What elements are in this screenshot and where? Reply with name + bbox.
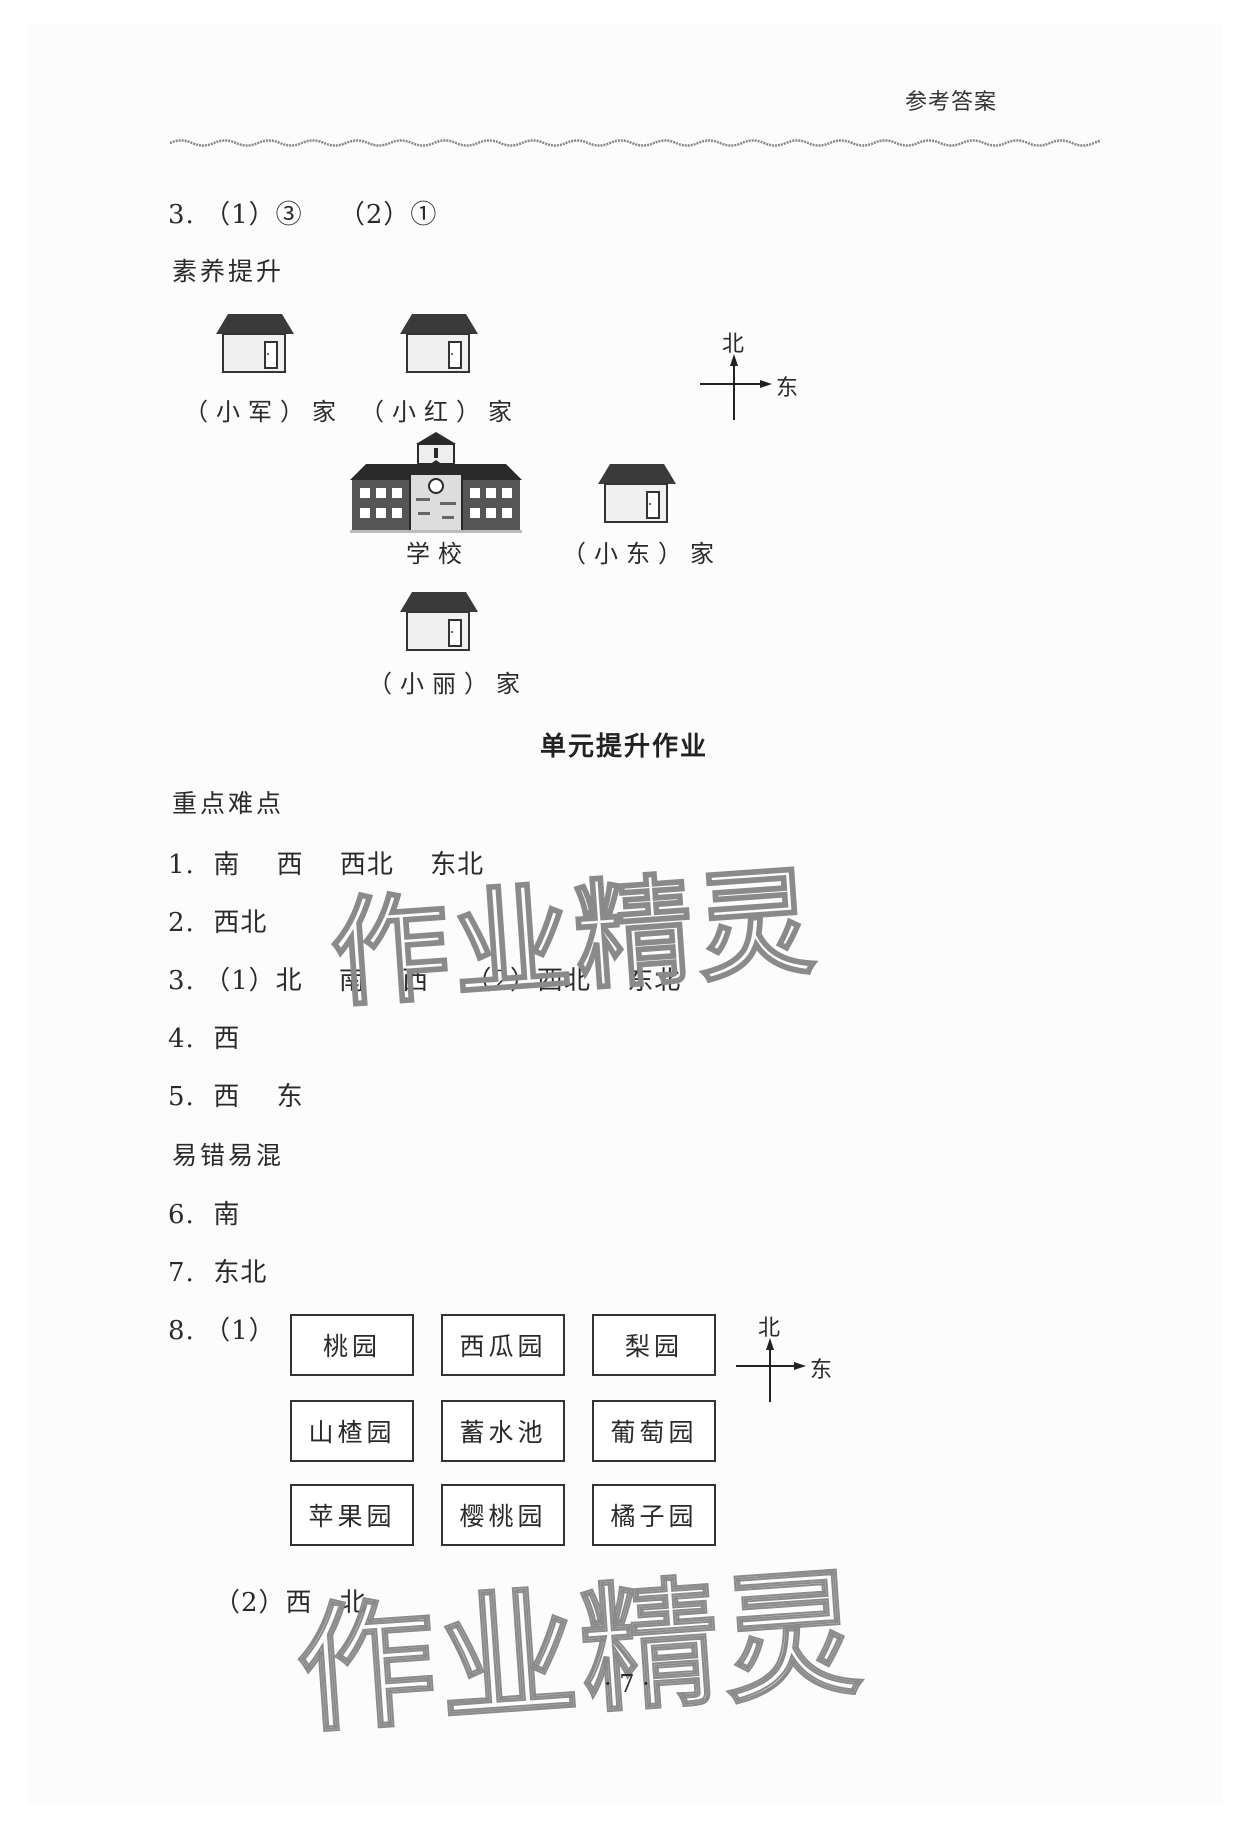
section-key-points-label: 重点难点 xyxy=(172,789,285,818)
school-icon xyxy=(350,432,522,533)
key-answer-5: 5. 西 东 xyxy=(168,1082,304,1112)
confusing-answer-6: 6. 南 xyxy=(168,1200,241,1230)
garden-box: 蓄水池 xyxy=(441,1400,565,1462)
key-answer-4: 4. 西 xyxy=(168,1024,241,1054)
house-caption-xiaodong: （小东）家 xyxy=(562,540,722,568)
house-caption-xiaoli: （小丽）家 xyxy=(368,670,528,698)
compass-north-label: 北 xyxy=(758,1316,781,1341)
unit-title: 单元提升作业 xyxy=(540,732,709,762)
key-answer-3: 3. （1）北 南 西 （2）西北 东北 xyxy=(168,966,682,996)
garden-box: 桃园 xyxy=(290,1314,414,1376)
house-icon-xiaoli xyxy=(400,592,478,651)
confusing-answer-7: 7. 东北 xyxy=(168,1258,268,1288)
house-caption-xiaohong: （小红）家 xyxy=(360,398,520,426)
compass-arrows-icon xyxy=(736,1338,806,1402)
house-icon-xiaohong xyxy=(400,314,478,373)
section-confusing-label: 易错易混 xyxy=(172,1141,285,1170)
garden-box: 苹果园 xyxy=(290,1484,414,1546)
q8-part1-label: 8. （1） xyxy=(168,1316,276,1346)
compass-1: 北 东 xyxy=(700,326,810,422)
compass-north-label: 北 xyxy=(722,332,745,357)
page-number: · 7 · xyxy=(604,1670,650,1698)
compass-2: 北 东 xyxy=(736,1310,846,1406)
house-icon-xiaojun xyxy=(216,314,294,373)
key-answer-2: 2. 西北 xyxy=(168,908,268,938)
house-caption-xiaojun: （小军）家 xyxy=(184,398,344,426)
garden-box: 山楂园 xyxy=(290,1400,414,1462)
garden-box: 樱桃园 xyxy=(441,1484,565,1546)
garden-box: 葡萄园 xyxy=(592,1400,716,1462)
answer-3: 3. （1）③ （2）① xyxy=(168,200,438,230)
garden-box: 橘子园 xyxy=(592,1484,716,1546)
compass-arrows-icon xyxy=(700,354,772,420)
wavy-divider xyxy=(170,139,1100,147)
compass-east-label: 东 xyxy=(810,1358,833,1383)
header-title: 参考答案 xyxy=(905,90,998,115)
house-icon-xiaodong xyxy=(598,464,676,523)
garden-box: 西瓜园 xyxy=(441,1314,565,1376)
compass-east-label: 东 xyxy=(776,376,799,401)
garden-box: 梨园 xyxy=(592,1314,716,1376)
q8-part2-answer: （2）西 北 xyxy=(214,1588,367,1618)
school-caption: 学校 xyxy=(406,540,470,568)
key-answer-1: 1. 南 西 西北 东北 xyxy=(168,850,485,880)
section-literacy-label: 素养提升 xyxy=(172,257,285,286)
